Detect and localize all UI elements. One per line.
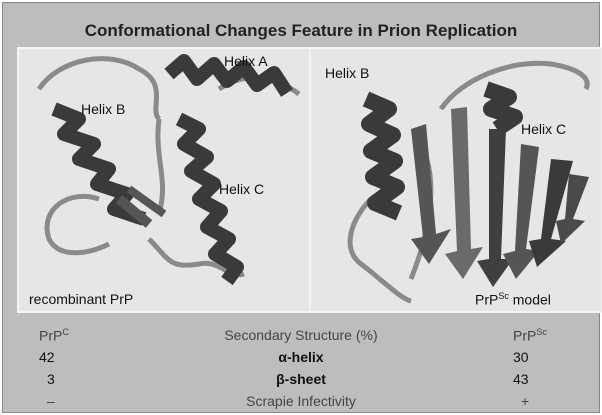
table-cell: 42 <box>39 349 149 365</box>
beta-strand <box>503 144 539 279</box>
helix-a-label: Helix A <box>224 53 268 69</box>
helix-c-label: Helix C <box>521 121 566 137</box>
secondary-structure-table: PrPC Secondary Structure (%) PrPSc 42 α-… <box>3 321 599 412</box>
beta-strand <box>411 124 451 264</box>
recombinant-prp-structure-image <box>19 49 309 311</box>
table-row: 3 β-sheet 43 <box>3 371 599 391</box>
table-header-row: PrPC Secondary Structure (%) PrPSc <box>3 327 599 347</box>
beta-strand <box>445 107 483 279</box>
table-cell: + <box>521 393 601 409</box>
table-col-prpc-header: PrPC <box>39 327 149 344</box>
recombinant-prp-caption: recombinant PrP <box>29 291 133 307</box>
coil-loop <box>350 199 411 301</box>
table-cell: 30 <box>513 349 593 365</box>
prpsc-model-structure-image <box>311 49 601 311</box>
table-col-structure-header: Secondary Structure (%) <box>183 327 419 343</box>
table-cell: 43 <box>513 371 593 387</box>
beta-strand <box>477 129 513 287</box>
helix-c-label: Helix C <box>219 181 264 197</box>
table-cell: β-sheet <box>183 371 419 387</box>
prpsc-model-caption: PrPSc model <box>475 291 551 308</box>
helix-c-ribbon <box>179 119 237 281</box>
prpsc-model-panel: Helix B Helix C PrPSc model <box>309 47 602 313</box>
table-cell: Scrapie Infectivity <box>183 393 419 409</box>
table-row: 42 α-helix 30 <box>3 349 599 369</box>
coil-loop <box>47 196 109 252</box>
table-cell: – <box>47 393 157 409</box>
figure-title: Conformational Changes Feature in Prion … <box>3 21 599 41</box>
table-cell: α-helix <box>183 349 419 365</box>
helix-b-ribbon <box>366 99 399 213</box>
table-col-prpsc-header: PrPSc <box>513 327 593 344</box>
table-row: – Scrapie Infectivity + <box>3 393 599 413</box>
helix-b-label: Helix B <box>81 101 125 117</box>
table-cell: 3 <box>47 371 157 387</box>
helix-b-label: Helix B <box>325 65 369 81</box>
coil-loop <box>158 119 163 214</box>
helix-c-ribbon <box>486 89 515 129</box>
recombinant-prp-panel: Helix A Helix B Helix C recombinant PrP <box>17 47 311 313</box>
